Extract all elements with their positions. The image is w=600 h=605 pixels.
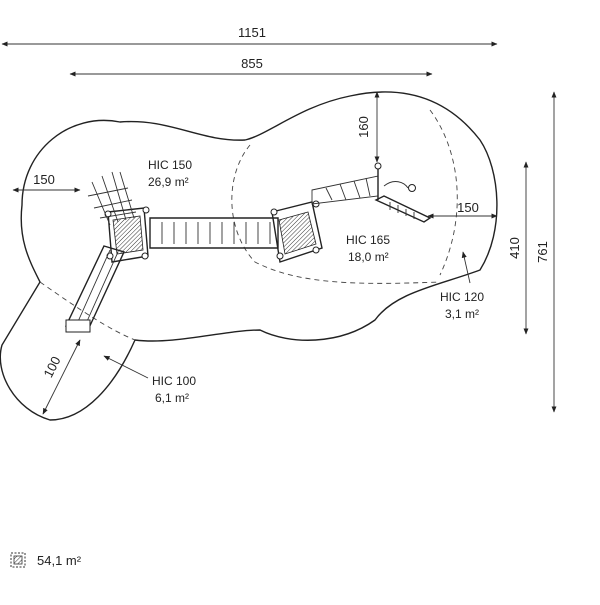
zone-label-hic150: HIC 150 — [148, 158, 192, 172]
log-climber — [374, 195, 432, 223]
zone-label-hic120: HIC 120 — [440, 290, 484, 304]
zone-area-hic150: 26,9 m² — [148, 175, 189, 189]
zone-hic120-dashed — [429, 109, 458, 276]
rope-net-right — [311, 162, 416, 205]
dim-inner-width: 855 — [241, 56, 263, 71]
left-tower — [104, 206, 150, 263]
hatched-area-icon — [10, 552, 26, 568]
right-tower — [270, 200, 323, 263]
dim-overall-height: 761 — [535, 241, 550, 263]
dim-left-clearance: 150 — [33, 172, 55, 187]
zone-area-hic165: 18,0 m² — [348, 250, 389, 264]
dim-right-height: 410 — [507, 237, 522, 259]
zone-label-hic165: HIC 165 — [346, 233, 390, 247]
total-area: 54,1 m² — [37, 553, 82, 568]
dim-line-slide-exit — [42, 339, 81, 415]
dim-slide-exit: 100 — [40, 354, 63, 380]
zone-area-hic100: 6,1 m² — [155, 391, 189, 405]
pointer-hic120 — [461, 251, 471, 284]
pointer-hic100 — [103, 355, 149, 379]
zone-label-hic100: HIC 100 — [152, 374, 196, 388]
safety-zone-outline — [0, 91, 498, 421]
zone-hic165-dashed — [231, 144, 441, 284]
dim-depth-top: 160 — [356, 116, 371, 138]
dim-overall-width: 1151 — [238, 25, 266, 40]
zone-area-hic120: 3,1 m² — [445, 307, 479, 321]
slide — [64, 245, 125, 333]
bridge — [149, 217, 279, 249]
dim-right-clearance: 150 — [457, 200, 479, 215]
climbing-net-left — [87, 171, 137, 226]
